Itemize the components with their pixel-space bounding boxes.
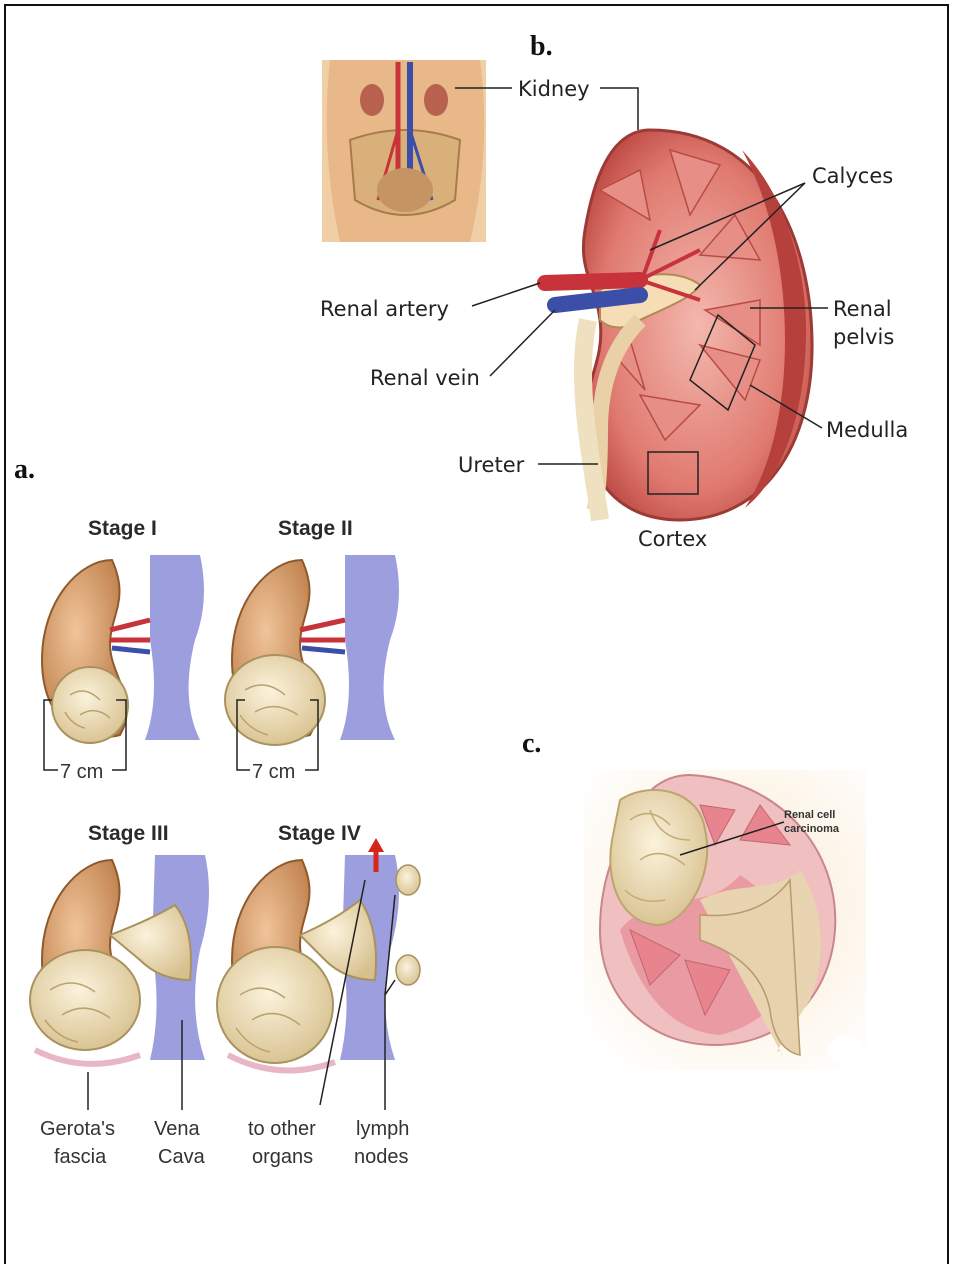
label-gerota-1: Gerota's (40, 1118, 115, 1140)
stage-2-title: Stage II (278, 517, 353, 540)
stage-3-title: Stage III (88, 822, 169, 845)
label-other-organs-2: organs (252, 1146, 313, 1168)
panel-label-a: a. (14, 454, 35, 485)
label-gerota-2: fascia (54, 1146, 107, 1168)
stage-2-size: 7 cm (252, 761, 295, 783)
stage-1-title: Stage I (88, 517, 157, 540)
label-ureter: Ureter (458, 453, 525, 477)
label-vena-1: Vena (154, 1118, 200, 1140)
panel-label-c: c. (522, 728, 541, 759)
label-kidney: Kidney (518, 77, 590, 101)
kidney-cross-section (545, 130, 812, 520)
stage-1-illustration (42, 555, 204, 770)
label-renal-artery: Renal artery (320, 297, 449, 321)
label-carcinoma-2: carcinoma (784, 823, 840, 835)
label-other-organs-1: to other (248, 1118, 316, 1140)
label-vena-2: Cava (158, 1146, 206, 1168)
label-calyces: Calyces (812, 164, 893, 188)
stage-annotations: Gerota's fascia Vena Cava to other organ… (40, 1118, 409, 1168)
label-renal-pelvis-1: Renal (833, 297, 892, 321)
label-lymph-1: lymph (356, 1118, 409, 1140)
panel-label-b: b. (530, 31, 553, 62)
stage-1-size: 7 cm (60, 761, 103, 783)
label-renal-vein: Renal vein (370, 366, 480, 390)
stage-4-title: Stage IV (278, 822, 361, 845)
label-renal-pelvis-2: pelvis (833, 325, 894, 349)
label-carcinoma-1: Renal cell (784, 809, 835, 821)
stage-4-illustration (217, 838, 420, 1110)
stage-2-illustration (225, 555, 399, 770)
stage-3-illustration (30, 855, 209, 1110)
label-cortex: Cortex (638, 527, 707, 551)
label-medulla: Medulla (826, 418, 908, 442)
label-lymph-2: nodes (354, 1146, 409, 1168)
